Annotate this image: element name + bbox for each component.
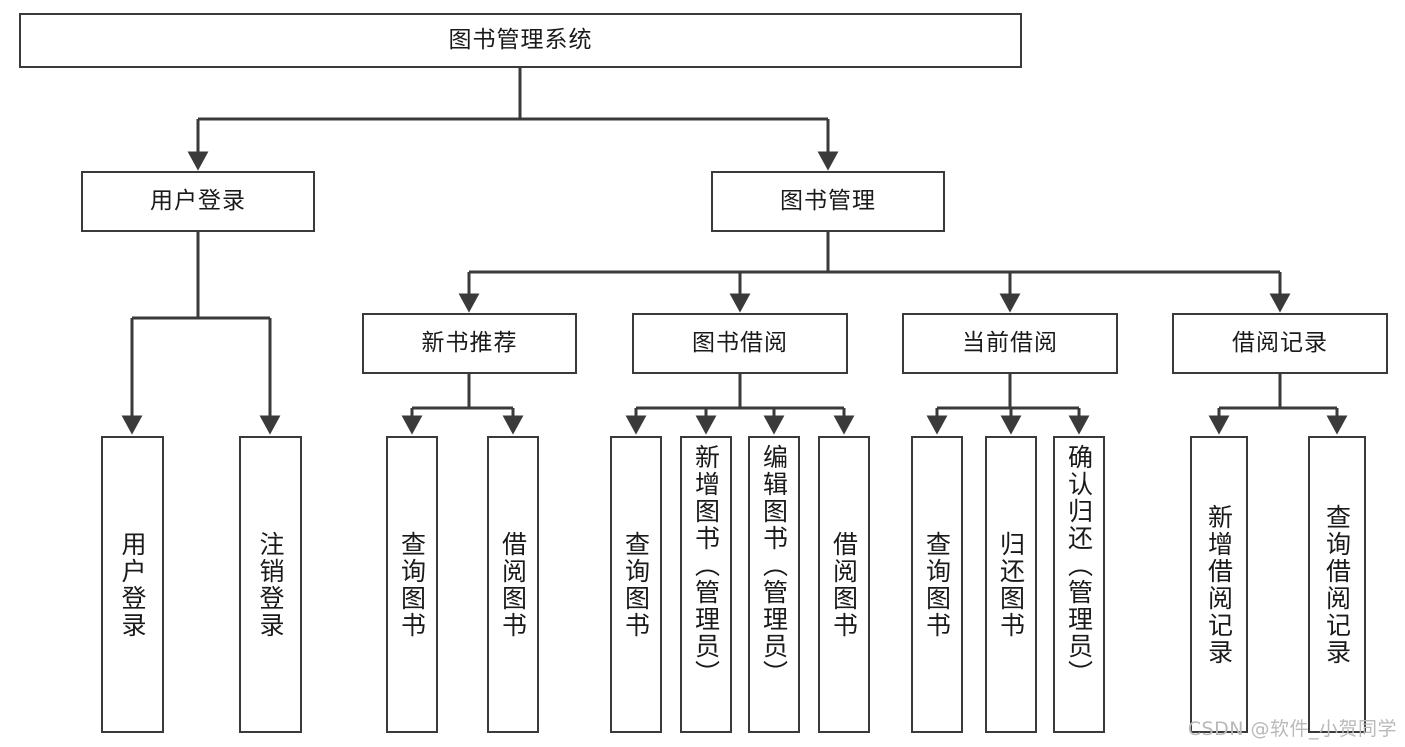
node-current-borrow[interactable]: 当前借阅: [902, 313, 1118, 374]
node-book-management[interactable]: 图书管理: [711, 171, 945, 232]
leaf-logout[interactable]: 注销登录: [239, 436, 302, 733]
leaf-return-book[interactable]: 归还图书: [985, 436, 1037, 733]
leaf-borrow-book-new[interactable]: 借阅图书: [487, 436, 539, 733]
leaf-query-borrow-record[interactable]: 查询借阅记录: [1308, 436, 1366, 733]
leaf-query-book-current[interactable]: 查询图书: [911, 436, 963, 733]
node-new-book-recommend[interactable]: 新书推荐: [362, 313, 577, 374]
node-book-borrow[interactable]: 图书借阅: [632, 313, 848, 374]
leaf-query-book-borrow[interactable]: 查询图书: [610, 436, 662, 733]
leaf-confirm-return-admin[interactable]: 确认归还（管理员）: [1053, 436, 1105, 733]
leaf-add-borrow-record[interactable]: 新增借阅记录: [1190, 436, 1248, 733]
leaf-user-login[interactable]: 用户登录: [101, 436, 164, 733]
watermark: CSDN @软件_小贺同学: [1187, 718, 1397, 740]
leaf-query-book-new[interactable]: 查询图书: [386, 436, 438, 733]
leaf-add-book-admin[interactable]: 新增图书（管理员）: [680, 436, 732, 733]
leaf-borrow-book[interactable]: 借阅图书: [818, 436, 870, 733]
node-user-login[interactable]: 用户登录: [81, 171, 315, 232]
node-borrow-records[interactable]: 借阅记录: [1172, 313, 1388, 374]
leaf-edit-book-admin[interactable]: 编辑图书（管理员）: [748, 436, 800, 733]
node-root[interactable]: 图书管理系统: [19, 13, 1022, 68]
